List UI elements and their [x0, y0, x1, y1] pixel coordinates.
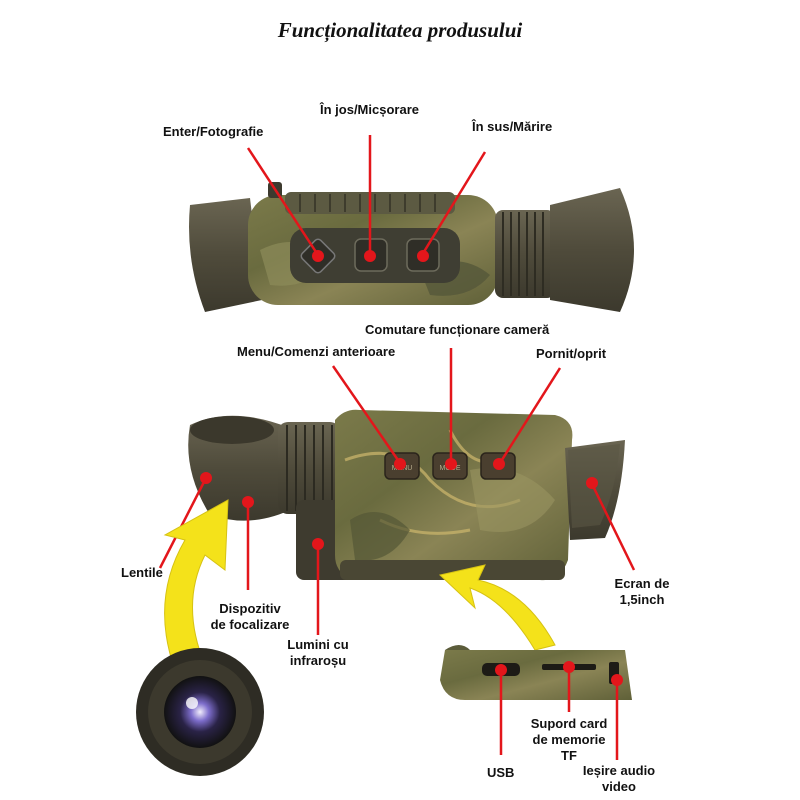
label-tf-line-2: de memorie — [532, 732, 606, 747]
pointer-dot-infrared — [312, 538, 324, 550]
label-audio-video: Ieșire audio video — [576, 763, 662, 795]
arrow-to-ports — [438, 564, 556, 651]
pointer-dot-power — [493, 458, 505, 470]
label-menu-back: Menu/Comenzi anterioare — [237, 344, 396, 359]
middle-pointers — [158, 348, 636, 635]
label-camera-mode: Comutare funcționare cameră — [365, 322, 550, 337]
label-focus-line-1: Dispozitiv — [219, 601, 281, 616]
label-usb: USB — [487, 765, 515, 780]
label-infrared-line-2: infraroșu — [289, 653, 347, 668]
pointer-dot-lens — [200, 472, 212, 484]
focus-ring — [278, 422, 340, 514]
lens-closeup — [136, 648, 264, 776]
pointer-dot-tf — [563, 661, 575, 673]
arrow-to-lens — [163, 499, 229, 671]
label-focus-line-2: de focalizare — [210, 617, 290, 632]
label-audio-line-2: video — [602, 779, 636, 794]
pointer-dot-audio — [611, 674, 623, 686]
label-power: Pornit/oprit — [536, 346, 607, 361]
label-infrared: Lumini cu infraroșu — [278, 637, 358, 669]
pointer-dot-focus — [242, 496, 254, 508]
label-lens: Lentile — [121, 565, 163, 580]
label-screen-line-1: Ecran de — [614, 576, 670, 591]
label-infrared-line-1: Lumini cu — [287, 637, 349, 652]
pointer-dot-up — [417, 250, 429, 262]
label-enter-photo: Enter/Fotografie — [163, 124, 264, 139]
device-top-view — [189, 182, 634, 312]
label-tf-line-3: TF — [561, 748, 577, 763]
label-tf-line-1: Supord card — [530, 716, 608, 731]
pointer-dot-mode — [445, 458, 457, 470]
device-front-view: MENU MODE — [188, 409, 625, 581]
label-audio-line-1: Ieșire audio — [582, 763, 656, 778]
label-screen: Ecran de 1,5inch — [604, 576, 680, 608]
page-title: Funcționalitatea produsului — [277, 18, 523, 42]
label-screen-line-2: 1,5inch — [619, 592, 665, 607]
pointer-dot-down — [364, 250, 376, 262]
ports-closeup — [440, 645, 632, 700]
top-pointers — [246, 135, 487, 256]
top-lens-hood — [550, 188, 634, 312]
ports-pointers — [499, 667, 619, 760]
label-up-zoom-in: În sus/Mărire — [472, 119, 553, 134]
pointer-dot-enter — [312, 250, 324, 262]
label-tf-card: Supord card de memorie TF — [522, 716, 616, 764]
pointer-dot-usb — [495, 664, 507, 676]
top-eyecup — [189, 198, 262, 312]
label-down-zoom-out: În jos/Micșorare — [320, 102, 419, 117]
pointer-dot-menu — [394, 458, 406, 470]
pointer-dot-screen — [586, 477, 598, 489]
label-focus: Dispozitiv de focalizare — [200, 601, 300, 633]
